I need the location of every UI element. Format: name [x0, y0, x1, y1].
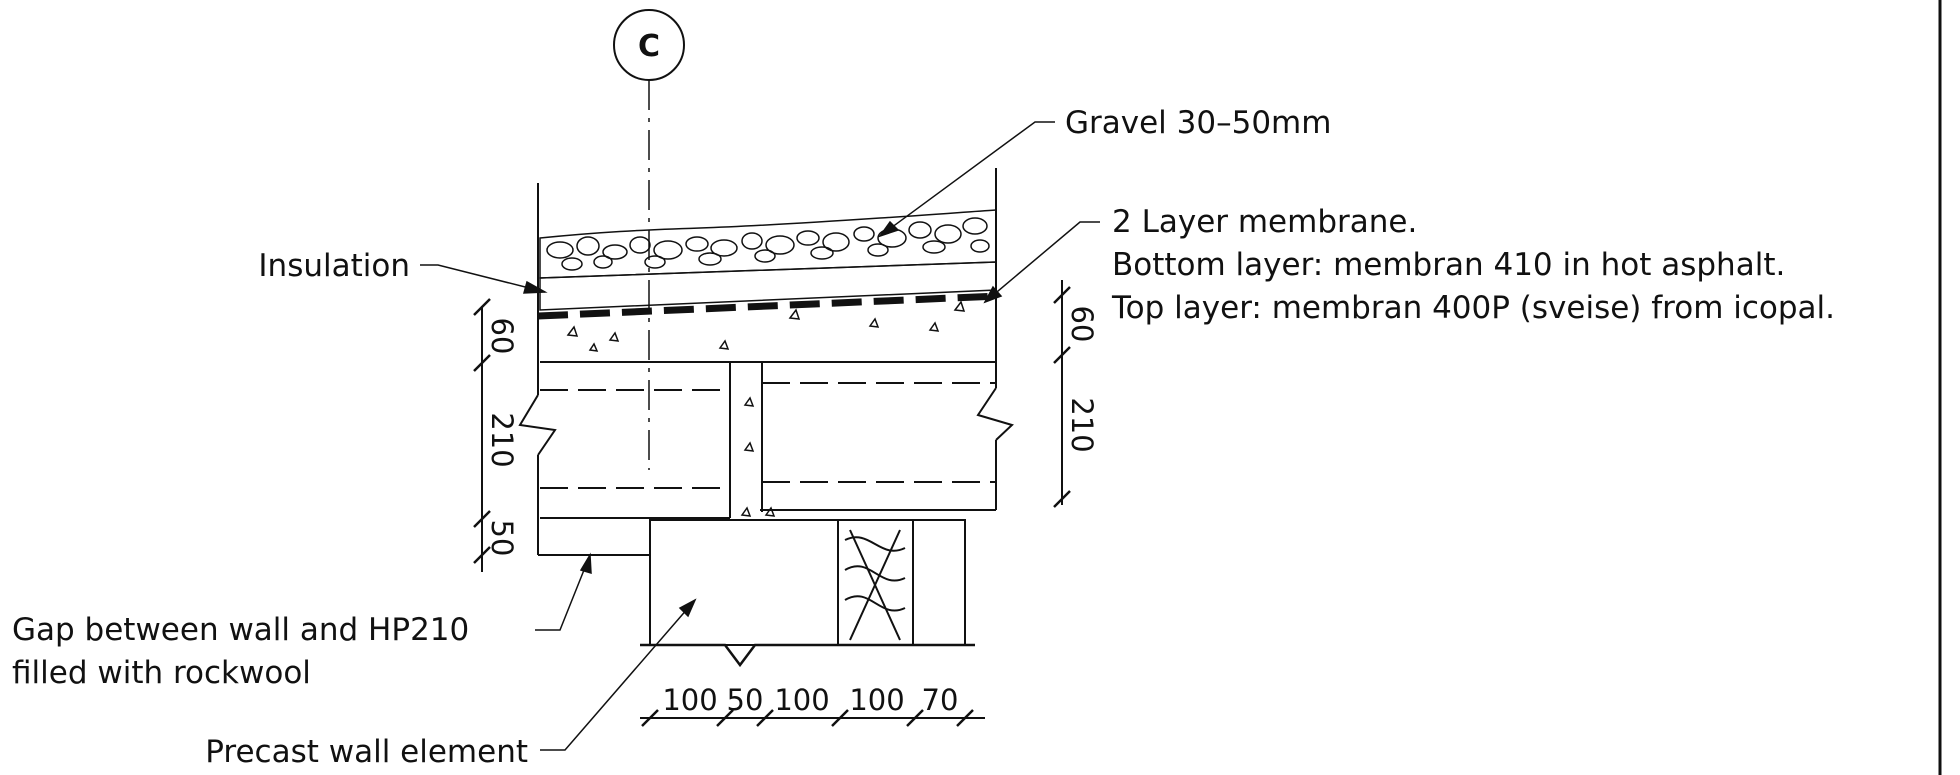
grid-marker: C — [613, 9, 685, 81]
leader-lines — [420, 121, 1100, 751]
gravel-leader — [879, 121, 1055, 237]
dim-left-60: 60 — [485, 318, 519, 355]
membrane-arrow — [983, 285, 1003, 304]
dim-bottom-100b: 100 — [774, 683, 829, 717]
precast-leader — [540, 599, 696, 751]
concrete-topping — [540, 300, 996, 363]
gravel-arrow — [878, 220, 900, 238]
membrane-bottom-layer: Bottom layer: membran 410 in hot asphalt… — [1112, 247, 1785, 283]
insulation-arrow — [523, 280, 548, 294]
dim-bottom-100a: 100 — [662, 683, 717, 717]
insulation-leader — [420, 264, 546, 293]
break-symbol-left — [518, 394, 557, 456]
dim-right-60: 60 — [1065, 306, 1099, 343]
wall-break-symbol — [640, 643, 975, 668]
dim-right-210: 210 — [1065, 397, 1099, 452]
membrane-leader — [984, 221, 1100, 303]
gap-arrow — [579, 552, 592, 575]
gravel-layer — [539, 209, 997, 279]
dim-left-210: 210 — [485, 412, 519, 467]
grid-marker-label: C — [638, 29, 660, 64]
dimension-left: 60 210 50 — [473, 298, 519, 572]
gravel-label: Gravel 30–50mm — [1065, 105, 1331, 141]
rockwool-symbol — [844, 529, 906, 641]
dim-bottom-70: 70 — [922, 683, 959, 717]
break-symbol-right — [976, 387, 1014, 441]
gap-leader — [535, 554, 591, 631]
precast-label: Precast wall element — [205, 734, 528, 770]
membrane-title: 2 Layer membrane. — [1112, 204, 1417, 240]
dim-bottom-100c: 100 — [849, 683, 904, 717]
membrane-line — [537, 292, 999, 320]
membrane-top-layer: Top layer: membran 400P (sveise) from ic… — [1111, 290, 1835, 326]
dimension-bottom: 100 50 100 100 70 — [640, 683, 985, 727]
dim-left-50: 50 — [485, 520, 519, 557]
dim-bottom-50: 50 — [727, 683, 764, 717]
gap-label-line1: Gap between wall and HP210 — [12, 612, 469, 648]
insulation-label: Insulation — [258, 248, 410, 284]
hollowcore-slab — [518, 362, 1014, 556]
gravel-stones — [546, 217, 990, 271]
precast-wall — [640, 519, 975, 668]
gap-label-line2: filled with rockwool — [12, 655, 311, 691]
precast-arrow — [678, 598, 697, 618]
dimension-right: 60 210 — [1053, 280, 1099, 508]
